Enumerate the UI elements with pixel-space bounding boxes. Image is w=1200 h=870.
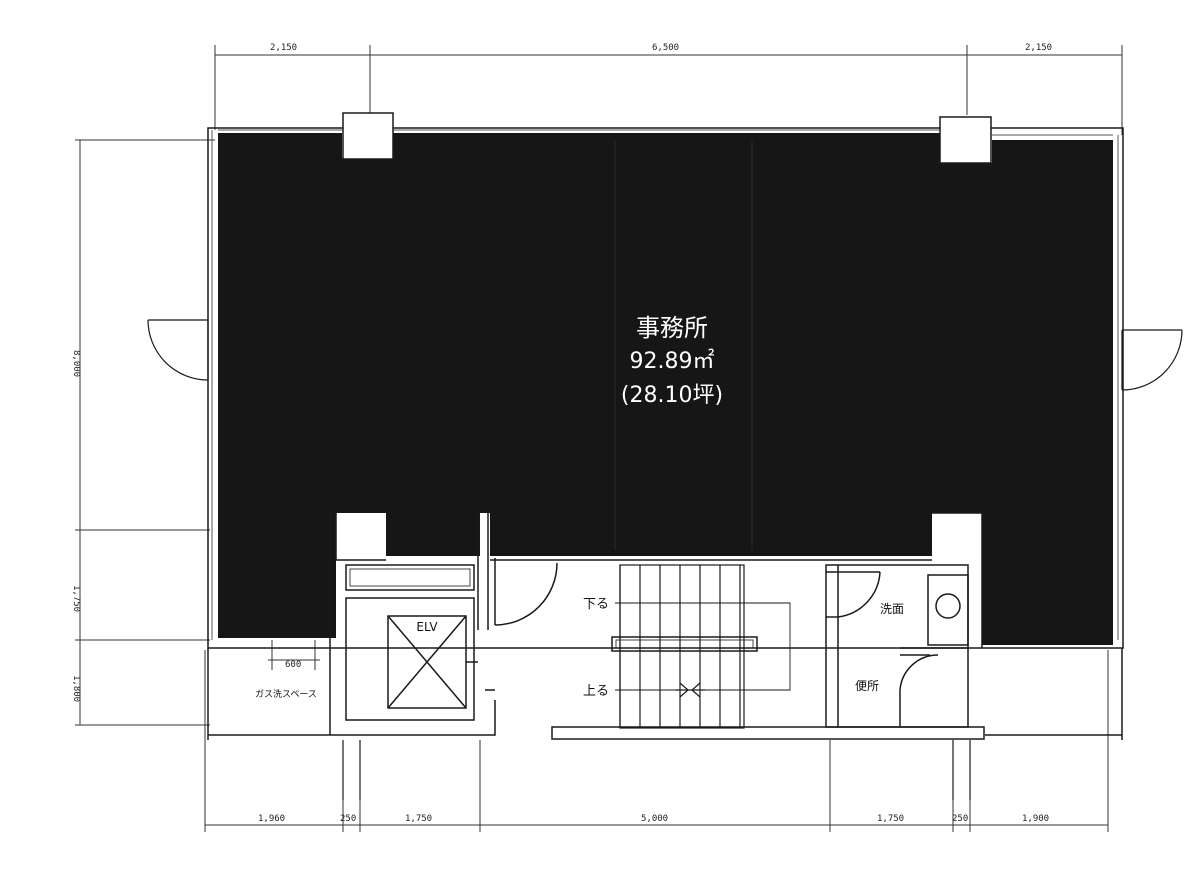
elevator-car <box>387 615 478 709</box>
dim-bottom-5: 1,750 <box>877 814 904 824</box>
stairs-up-label: 上る <box>583 684 609 699</box>
office-name: 事務所 <box>636 314 708 342</box>
column-left <box>342 112 394 160</box>
staircase <box>611 564 791 729</box>
elevator-core <box>329 512 560 736</box>
corridor-walls <box>551 559 985 740</box>
dim-left-lower: 1,800 <box>71 675 81 702</box>
washroom-area <box>825 512 983 728</box>
dim-bottom-4: 5,000 <box>641 814 668 824</box>
gas-space-note: ガス洗スペース <box>255 688 317 700</box>
washroom-label: 洗面 <box>880 602 904 616</box>
dim-bottom-3: 1,750 <box>405 814 432 824</box>
toilet-label: 便所 <box>855 679 879 693</box>
office-tsubo: (28.10坪) <box>621 383 723 408</box>
side-door-left <box>147 319 209 381</box>
dim-top-right: 2,150 <box>1025 43 1052 53</box>
dim-left-middle: 1,750 <box>71 585 81 612</box>
dim-bottom-1: 1,960 <box>258 814 285 824</box>
dim-small-600: 600 <box>285 660 301 670</box>
office-area-fill <box>218 133 1113 645</box>
stairs-down-label: 下る <box>583 597 609 612</box>
dim-top-left: 2,150 <box>270 43 297 53</box>
side-door-right <box>1121 329 1183 391</box>
office-area: 92.89㎡ <box>630 348 715 374</box>
dimension-labels: 2,150 6,500 2,150 8,000 1,750 1,800 600 … <box>71 43 1052 824</box>
dim-bottom-6: 250 <box>952 814 968 824</box>
lower-structure-lines <box>342 740 971 800</box>
fill-seams <box>614 140 753 550</box>
dim-bottom-7: 1,900 <box>1022 814 1049 824</box>
dim-top-center: 6,500 <box>652 43 679 53</box>
elevator-label: ELV <box>416 620 438 634</box>
window-lines <box>211 129 1119 640</box>
dim-bottom-2: 250 <box>340 814 356 824</box>
column-right <box>939 116 992 164</box>
dim-left-upper: 8,000 <box>71 350 81 377</box>
